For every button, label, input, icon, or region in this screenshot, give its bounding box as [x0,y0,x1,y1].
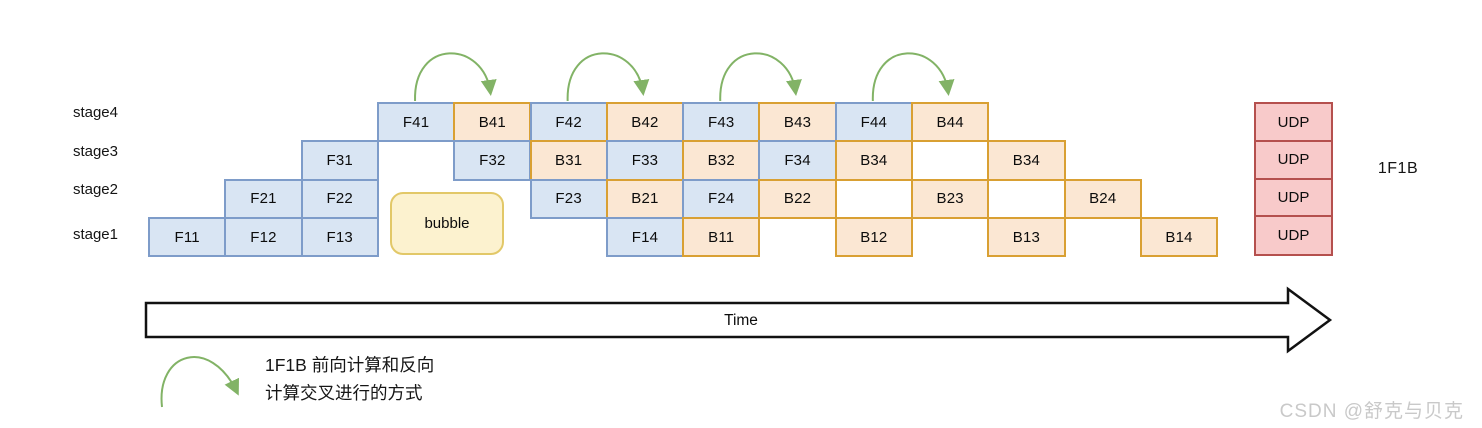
udp-cell: UDP [1254,139,1333,180]
stage-label-stage3: stage3 [72,143,118,160]
legend-line-2: 计算交叉进行的方式 [265,383,423,403]
cell-f41: F41 [376,102,456,143]
cell-b31: B31 [529,140,608,181]
curved-arrow-f43-to-b43 [719,52,802,102]
udp-cell: UDP [1254,102,1333,143]
cell-b11: B11 [682,216,761,258]
bubble-label: bubble [424,215,470,232]
udp-cell: UDP [1254,215,1333,256]
watermark-text: CSDN @舒克与贝克 [1279,401,1464,422]
cell-b24: B24 [1063,178,1142,219]
udp-cell: UDP [1254,177,1333,218]
stage-label-stage1: stage1 [72,226,118,243]
cell-f43: F43 [682,102,761,143]
cell-b32: B32 [682,140,761,181]
cell-f33: F33 [605,140,685,181]
legend-text: 1F1B 前向计算和反向 计算交叉进行的方式 [265,351,434,407]
cell-f14: F14 [605,216,685,258]
cell-f22: F22 [300,178,379,219]
cell-f11: F11 [148,216,227,258]
cell-b13: B13 [987,216,1066,258]
curved-arrow-f42-to-b42 [566,52,650,102]
cell-b42: B42 [605,102,685,143]
cell-f21: F21 [224,178,303,219]
1f1b-side-label: 1F1B [1377,160,1419,177]
cell-f32: F32 [453,140,532,181]
cell-b22: B22 [758,178,837,219]
cell-f13: F13 [300,216,379,258]
stage-label-stage2: stage2 [72,181,118,198]
bubble-box: bubble [390,192,504,255]
legend-curved-arrow-icon [160,356,239,408]
cell-b44: B44 [911,102,990,143]
curved-arrow-f44-to-b44 [871,52,955,102]
cell-b21: B21 [605,178,685,219]
cell-b34: B34 [834,140,913,181]
cell-b14: B14 [1139,216,1219,258]
curved-arrow-f41-to-b41 [414,52,497,102]
cell-b23: B23 [911,178,990,219]
cell-f24: F24 [682,178,761,219]
cell-b34: B34 [987,140,1066,181]
time-axis-label: Time [724,312,758,329]
cell-b43: B43 [758,102,837,143]
cell-f31: F31 [300,140,379,181]
legend-line-1: 1F1B 前向计算和反向 [265,355,435,375]
cell-f12: F12 [224,216,303,258]
cell-b41: B41 [453,102,532,143]
forward-to-backward-arrows [414,52,955,102]
stage-label-stage4: stage4 [72,104,118,121]
cell-b12: B12 [834,216,913,258]
cell-f42: F42 [529,102,608,143]
cell-f44: F44 [834,102,913,143]
cell-f23: F23 [529,178,608,219]
cell-f34: F34 [758,140,837,181]
